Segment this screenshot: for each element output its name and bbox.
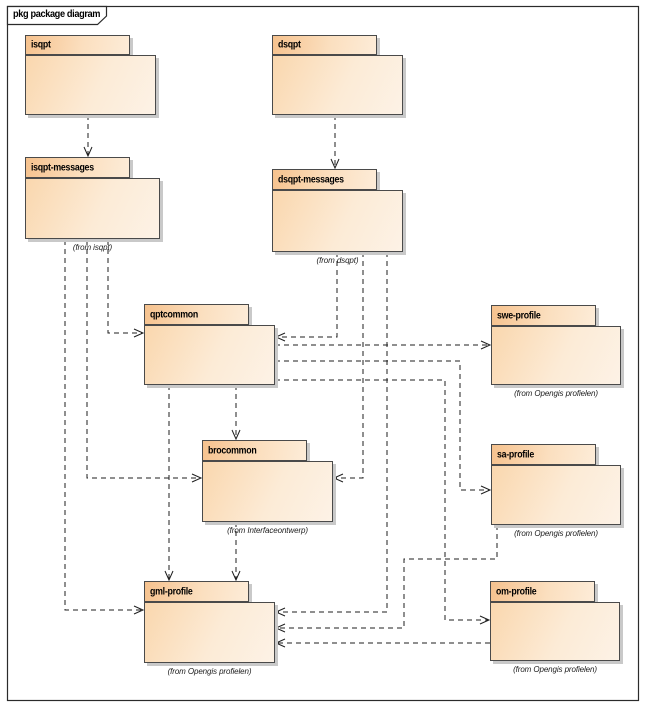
- package-from-note: (from Opengis profielen): [513, 665, 597, 674]
- package-body: [25, 178, 160, 239]
- dependency-arrowhead: [231, 570, 241, 582]
- dependency-isqpt-messages-to-qptcommon: [107, 240, 145, 338]
- package-name: isqpt-messages: [31, 162, 94, 173]
- package-name: brocommon: [208, 445, 257, 456]
- package-tab: brocommon: [202, 440, 307, 461]
- dependency-arrowhead: [231, 429, 241, 441]
- package-body: [491, 326, 621, 385]
- package-tab: swe-profile: [491, 305, 596, 326]
- dependency-qptcommon-to-swe-profile: [275, 340, 492, 350]
- dependency-brocommon-to-gml-profile: [231, 522, 241, 582]
- dependency-isqpt-messages-to-gml-profile: [64, 240, 145, 615]
- dependency-dsqpt-to-dsqpt-messages: [330, 115, 340, 170]
- dependency-om-profile-to-gml-profile: [274, 638, 490, 648]
- package-name: om-profile: [496, 586, 537, 597]
- dependency-arrowhead: [164, 570, 174, 582]
- dependency-qptcommon-to-sa-profile: [275, 360, 492, 495]
- package-tab: dsqpt-messages: [272, 169, 377, 190]
- package-from-note: (from Opengis profielen): [167, 667, 252, 676]
- dependency-arrowhead: [332, 473, 344, 483]
- diagram-title: pkg package diagram: [13, 9, 101, 20]
- package-name: sa-profile: [497, 449, 534, 460]
- dependency-qptcommon-to-gml-profile: [164, 385, 174, 582]
- dependency-arrowhead: [480, 485, 492, 495]
- dependency-arrowhead: [479, 615, 491, 625]
- package-tab: gml-profile: [144, 581, 249, 602]
- package-body: [272, 55, 403, 115]
- package-name: dsqpt: [278, 39, 301, 51]
- dependency-arrowhead: [480, 340, 492, 350]
- dependency-dsqpt-messages-to-brocommon: [332, 252, 364, 483]
- dependency-arrowhead: [274, 623, 286, 633]
- dependency-arrowhead: [83, 146, 93, 158]
- diagram-frame-border: [6, 5, 640, 702]
- package-tab: isqpt-messages: [25, 157, 130, 178]
- package-body: [144, 325, 275, 385]
- package-body: [25, 55, 156, 115]
- package-body: [144, 602, 275, 663]
- package-from-note: (from Interfaceontwerp): [227, 526, 308, 535]
- package-body: [490, 602, 620, 661]
- package-body: [272, 190, 403, 252]
- dependency-arrowhead: [274, 607, 286, 617]
- dependency-arrowhead: [274, 638, 286, 648]
- dependency-arrowhead: [133, 605, 145, 615]
- package-name: gml-profile: [150, 586, 193, 597]
- dependency-qptcommon-to-brocommon: [231, 385, 241, 441]
- package-name: swe-profile: [497, 310, 541, 321]
- package-tab: sa-profile: [491, 444, 596, 465]
- dependency-arrowhead: [330, 158, 340, 170]
- package-tab: dsqpt: [272, 35, 377, 55]
- dependency-arrowhead: [274, 332, 286, 342]
- dependency-dsqpt-messages-to-gml-profile: [274, 252, 388, 617]
- package-from-note: (from dsqpt): [316, 256, 359, 265]
- dependency-arrowhead: [133, 328, 145, 338]
- package-from-note: (from Opengis profielen): [514, 529, 598, 538]
- dependency-qptcommon-to-om-profile: [275, 379, 491, 625]
- package-body: [202, 461, 333, 522]
- package-from-note: (from Opengis profielen): [514, 389, 598, 398]
- package-tab: isqpt: [25, 35, 130, 55]
- dependency-sa-profile-to-gml-profile: [274, 525, 498, 633]
- package-from-note: (from isqpt): [72, 243, 113, 252]
- dependency-arrowhead: [191, 473, 203, 483]
- package-tab: om-profile: [490, 581, 595, 602]
- package-body: [491, 465, 621, 525]
- dependency-dsqpt-messages-to-qptcommon: [274, 252, 338, 342]
- dependency-isqpt-to-isqpt-messages: [83, 115, 93, 158]
- package-tab: qptcommon: [144, 304, 249, 325]
- package-name: qptcommon: [150, 309, 198, 320]
- package-name: dsqpt-messages: [278, 174, 344, 185]
- dependency-isqpt-messages-to-brocommon: [86, 240, 203, 483]
- package-name: isqpt: [31, 39, 51, 51]
- diagram-frame-title-tab: [6, 5, 108, 26]
